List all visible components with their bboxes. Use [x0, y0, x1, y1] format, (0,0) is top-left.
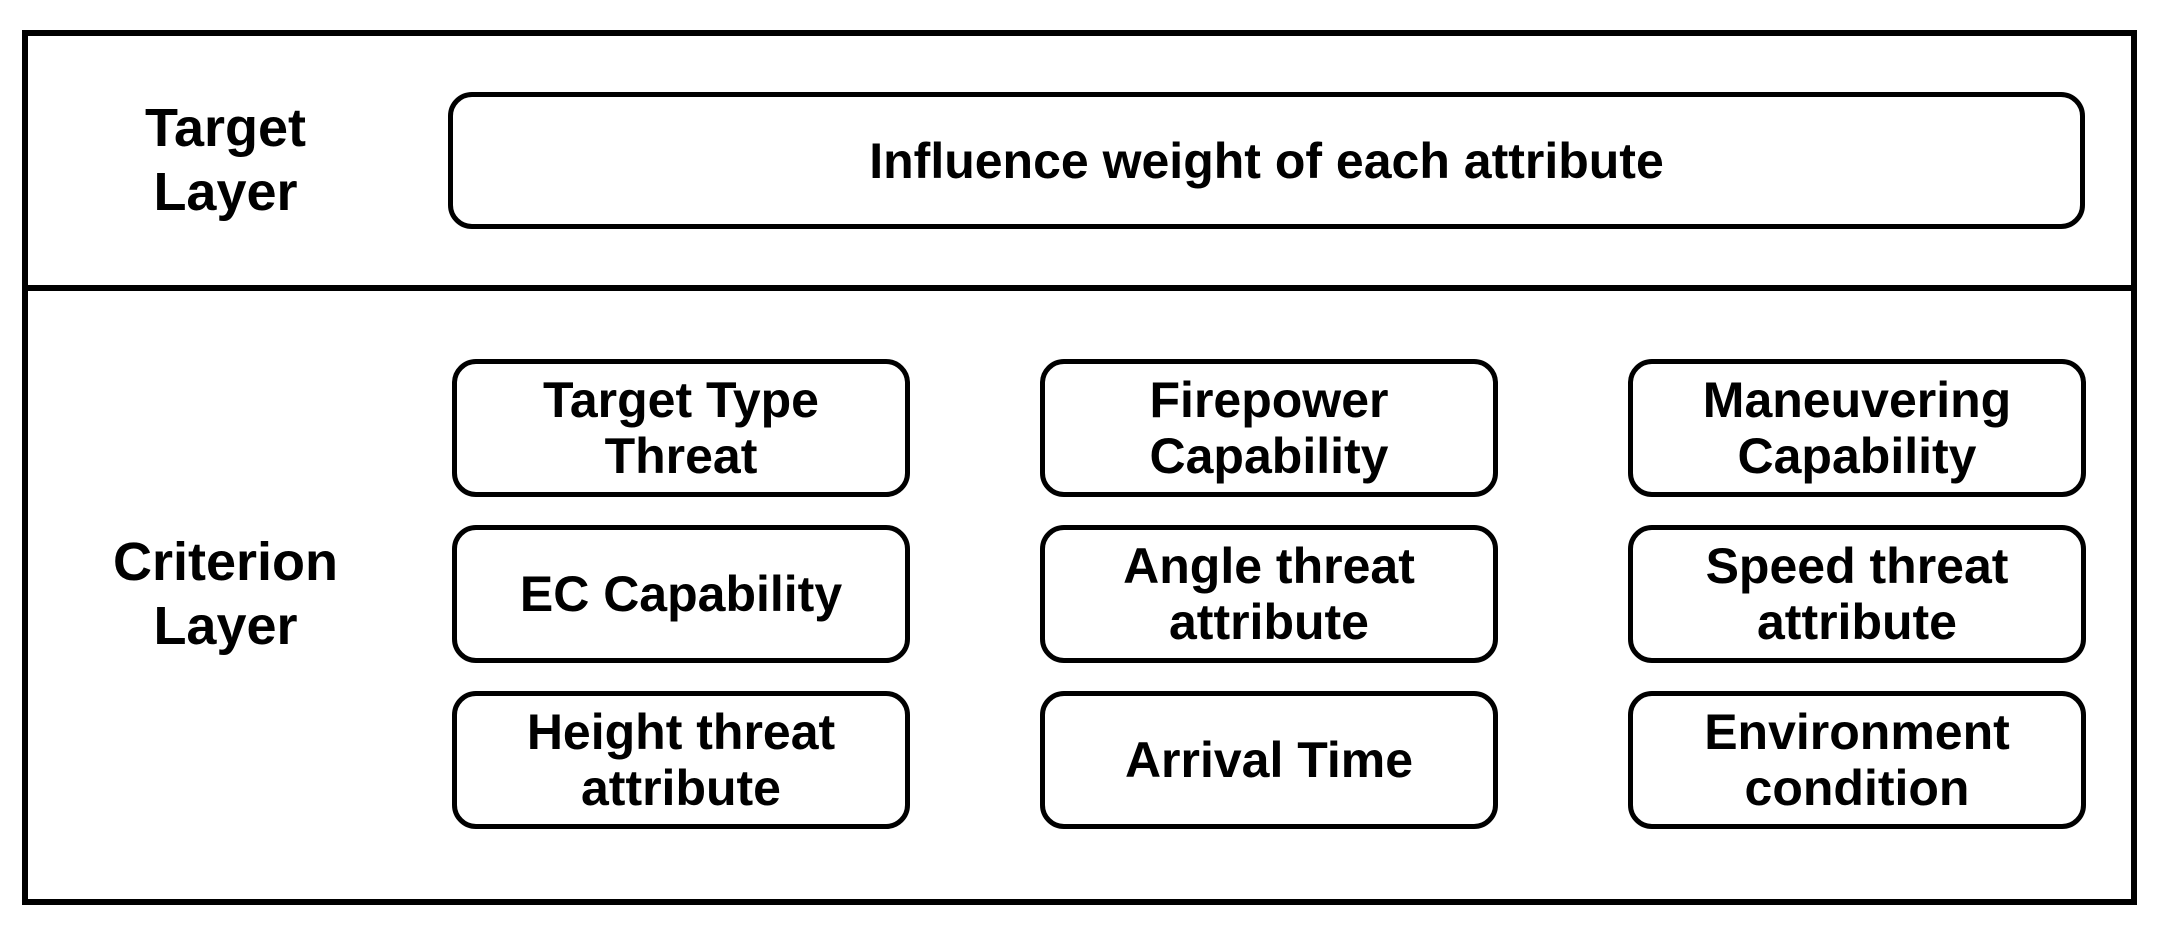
influence-weight-box: Influence weight of each attribute	[448, 92, 2085, 229]
criterion-box-height-threat-attribute: Height threat attribute	[452, 691, 910, 829]
target-layer-section: Target Layer Influence weight of each at…	[28, 36, 2131, 291]
criterion-box-speed-threat-attribute: Speed threat attribute	[1628, 525, 2086, 663]
criterion-box-target-type-threat: Target Type Threat	[452, 359, 910, 497]
criterion-layer-label: Criterion Layer	[112, 532, 339, 656]
criterion-box-ec-capability: EC Capability	[452, 525, 910, 663]
target-layer-label: Target Layer	[144, 97, 307, 222]
criterion-box-grid: Target Type Threat Firepower Capability …	[423, 291, 2131, 899]
hierarchy-diagram-frame: Target Layer Influence weight of each at…	[22, 30, 2137, 905]
criterion-box-environment-condition: Environment condition	[1628, 691, 2086, 829]
criterion-layer-section: Criterion Layer Target Type Threat Firep…	[28, 291, 2131, 899]
criterion-box-arrival-time: Arrival Time	[1040, 691, 1498, 829]
target-layer-content: Influence weight of each attribute	[423, 36, 2131, 285]
criterion-box-firepower-capability: Firepower Capability	[1040, 359, 1498, 497]
criterion-box-maneuvering-capability: Maneuvering Capability	[1628, 359, 2086, 497]
criterion-box-angle-threat-attribute: Angle threat attribute	[1040, 525, 1498, 663]
